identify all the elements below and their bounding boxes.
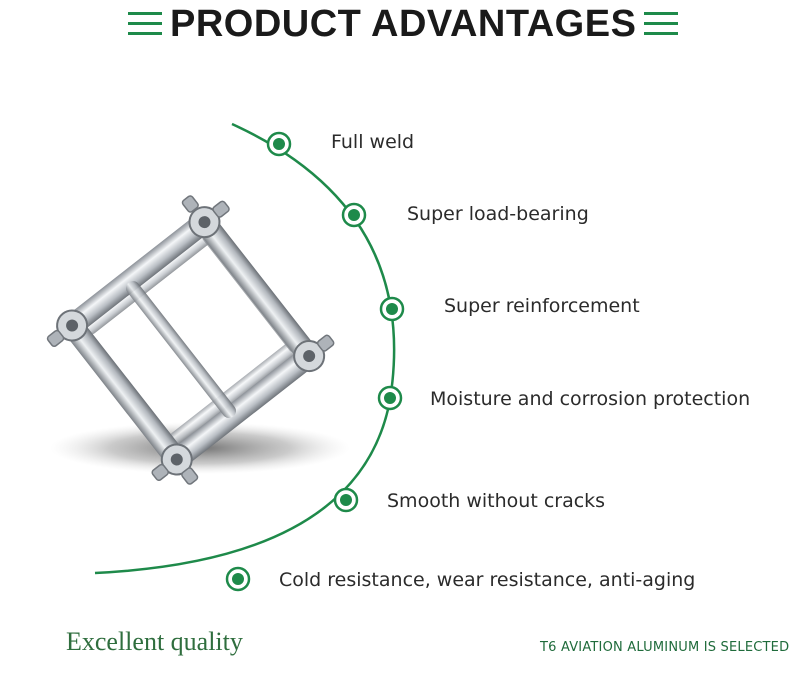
feature-node (225, 566, 251, 592)
feature-node (379, 296, 405, 322)
feature-node (341, 202, 367, 228)
feature-label: Super load-bearing (407, 203, 589, 225)
feature-label: Cold resistance, wear resistance, anti-a… (279, 569, 696, 591)
feature-node (377, 385, 403, 411)
excellent-quality-label: Excellent quality (66, 627, 243, 656)
menu-lines-icon (644, 12, 678, 36)
page-title: PRODUCT ADVANTAGES (170, 3, 637, 45)
aluminum-truss-cube-icon (46, 195, 335, 485)
header: PRODUCT ADVANTAGES (0, 0, 790, 48)
feature-node (333, 487, 359, 513)
arc-nodes (225, 131, 405, 592)
feature-label: Super reinforcement (444, 295, 640, 317)
material-note: T6 AVIATION ALUMINUM IS SELECTED (540, 640, 790, 655)
feature-node (266, 131, 292, 157)
feature-label: Full weld (331, 131, 415, 153)
feature-label: Smooth without cracks (387, 490, 606, 512)
feature-label: Moisture and corrosion protection (430, 388, 751, 410)
menu-lines-icon (128, 12, 162, 36)
